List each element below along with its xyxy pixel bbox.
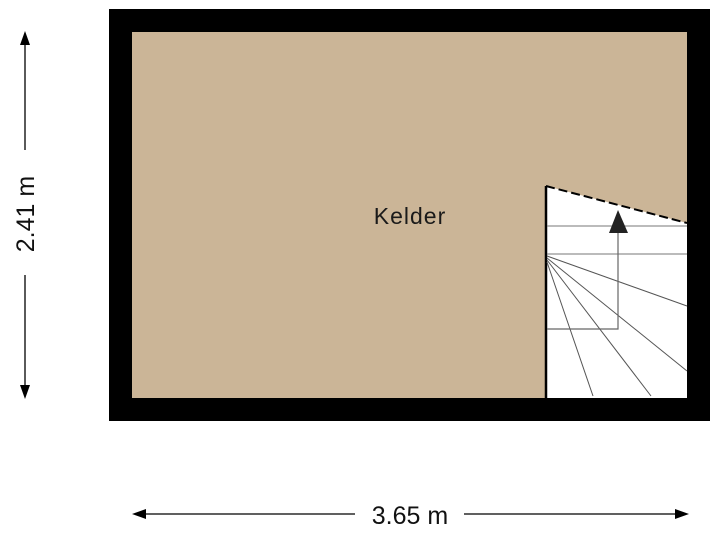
arrow-up-icon bbox=[20, 31, 30, 45]
arrow-down-icon bbox=[20, 385, 30, 399]
width-label: 3.65 m bbox=[372, 502, 448, 530]
arrow-right-icon bbox=[675, 509, 689, 519]
width-dimension: 3.65 m bbox=[132, 502, 689, 530]
room-label-kelder: Kelder bbox=[374, 203, 446, 229]
up-arrow-icon bbox=[609, 210, 628, 233]
height-dimension: 2.41 m bbox=[12, 31, 40, 399]
staircase bbox=[544, 185, 688, 398]
height-label: 2.41 m bbox=[12, 176, 40, 252]
walking-line bbox=[547, 228, 619, 330]
arrow-left-icon bbox=[132, 509, 146, 519]
